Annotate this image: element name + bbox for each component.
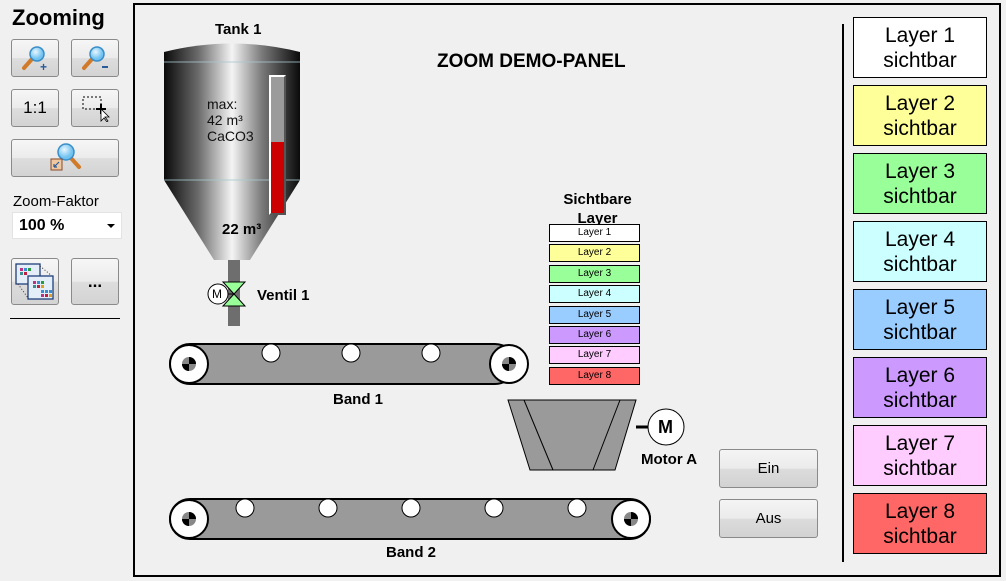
- layer-toggle-state: sichtbar: [883, 184, 957, 208]
- zoom-rectangle-icon: [82, 96, 110, 122]
- valve-top: [221, 281, 247, 295]
- visible-layer-item: Layer 7: [549, 346, 640, 365]
- tank-info-capacity: 42 m³: [207, 112, 243, 128]
- toolbar-divider: [10, 318, 120, 319]
- zoom-1to1-button[interactable]: 1:1: [11, 89, 59, 127]
- tank-label: Tank 1: [215, 21, 262, 38]
- zoom-rectangle-button[interactable]: [71, 89, 119, 127]
- tank-1: [164, 43, 300, 260]
- visible-layer-item: Layer 4: [549, 285, 640, 304]
- tank-current-value: 22 m³: [222, 221, 262, 238]
- tank-info-material: CaCO3: [207, 128, 254, 144]
- zoom-fit-icon: [50, 143, 81, 171]
- visible-layer-item: Layer 3: [549, 264, 640, 283]
- more-button[interactable]: ...: [71, 258, 119, 305]
- layer-toggle-state: sichtbar: [883, 456, 957, 480]
- zoom-factor-value: 100 %: [19, 217, 65, 234]
- layer-toggle-name: Layer 5: [884, 295, 956, 319]
- layer-toggle-state: sichtbar: [883, 524, 957, 548]
- layer-toggle-name: Layer 7: [884, 431, 956, 455]
- layer-toggle-state: sichtbar: [883, 48, 957, 72]
- process-scene: [164, 43, 685, 540]
- band-1-conveyor[interactable]: [169, 343, 529, 385]
- layer-toggle-name: Layer 8: [884, 499, 956, 523]
- layer-toggle-name: Layer 6: [884, 363, 956, 387]
- layer-toggle-name: Layer 2: [884, 91, 956, 115]
- hopper: [507, 399, 649, 471]
- valve-1[interactable]: [207, 281, 247, 307]
- layer-toggle-name: Layer 3: [884, 159, 956, 183]
- toolbar-title: Zooming: [12, 5, 105, 30]
- tank-body: [164, 43, 300, 260]
- visible-layer-item: Layer 2: [549, 244, 640, 263]
- zoom-in-icon: +: [22, 46, 47, 72]
- panel-title: ZOOM DEMO-PANEL: [437, 51, 626, 72]
- layer-toggle-state: sichtbar: [883, 388, 957, 412]
- motor-a-label: Motor A: [641, 451, 698, 468]
- valve-motor-icon: [207, 283, 229, 305]
- tank-info: max: 42 m³ CaCO3: [207, 96, 254, 144]
- tank-info-max: max:: [207, 96, 238, 112]
- svg-text:+: +: [40, 60, 47, 72]
- band-2-conveyor[interactable]: [169, 498, 651, 540]
- visible-layers-title: Sichtbare Layer: [550, 190, 645, 228]
- layer-toggle-state: sichtbar: [883, 252, 957, 276]
- band-1-label: Band 1: [333, 391, 384, 408]
- zoom-fit-button[interactable]: [11, 139, 119, 177]
- zoom-toolbar: Zooming + 1:1: [0, 0, 128, 581]
- valve-motor-symbol: M: [212, 287, 222, 301]
- visible-layers-title-line2: Layer: [577, 210, 618, 227]
- on-button[interactable]: Ein: [719, 449, 818, 488]
- tank-level-fill: [271, 142, 284, 213]
- zoom-in-button[interactable]: +: [11, 39, 59, 77]
- visible-layers-title-line1: Sichtbare: [563, 191, 632, 208]
- off-button[interactable]: Aus: [719, 499, 818, 538]
- panel-canvas: ZOOM DEMO-PANEL Tank 1 max: 42 m³ CaCO3 …: [140, 10, 994, 570]
- valve-label: Ventil 1: [257, 287, 310, 304]
- layers-button[interactable]: [11, 258, 59, 305]
- motor-a-icon[interactable]: [647, 408, 685, 446]
- visible-layer-item: Layer 8: [549, 366, 640, 385]
- tank-level-bar: [269, 75, 286, 215]
- layer-toggle-state: sichtbar: [883, 116, 957, 140]
- layer-toggle-name: Layer 4: [884, 227, 956, 251]
- panel-divider: [842, 24, 844, 562]
- layer-toggle-name: Layer 1: [884, 23, 956, 47]
- zoom-factor-select[interactable]: 100 %: [12, 212, 122, 239]
- layer-toggle-state: sichtbar: [883, 320, 957, 344]
- visible-layer-item: Layer 5: [549, 305, 640, 324]
- zoom-factor-label: Zoom-Faktor: [13, 193, 99, 210]
- chevron-down-icon: [107, 224, 115, 228]
- motor-a-symbol: M: [658, 417, 673, 437]
- demo-panel: ZOOM DEMO-PANEL Tank 1 max: 42 m³ CaCO3 …: [133, 3, 1001, 577]
- visible-layer-item: Layer 1: [549, 224, 640, 242]
- visible-layer-item: Layer 6: [549, 326, 640, 344]
- zoom-out-icon: [82, 46, 108, 70]
- zoom-out-button[interactable]: [71, 39, 119, 77]
- layers-icon: [15, 262, 54, 300]
- band-2-label: Band 2: [386, 544, 437, 561]
- valve-bottom: [221, 293, 247, 307]
